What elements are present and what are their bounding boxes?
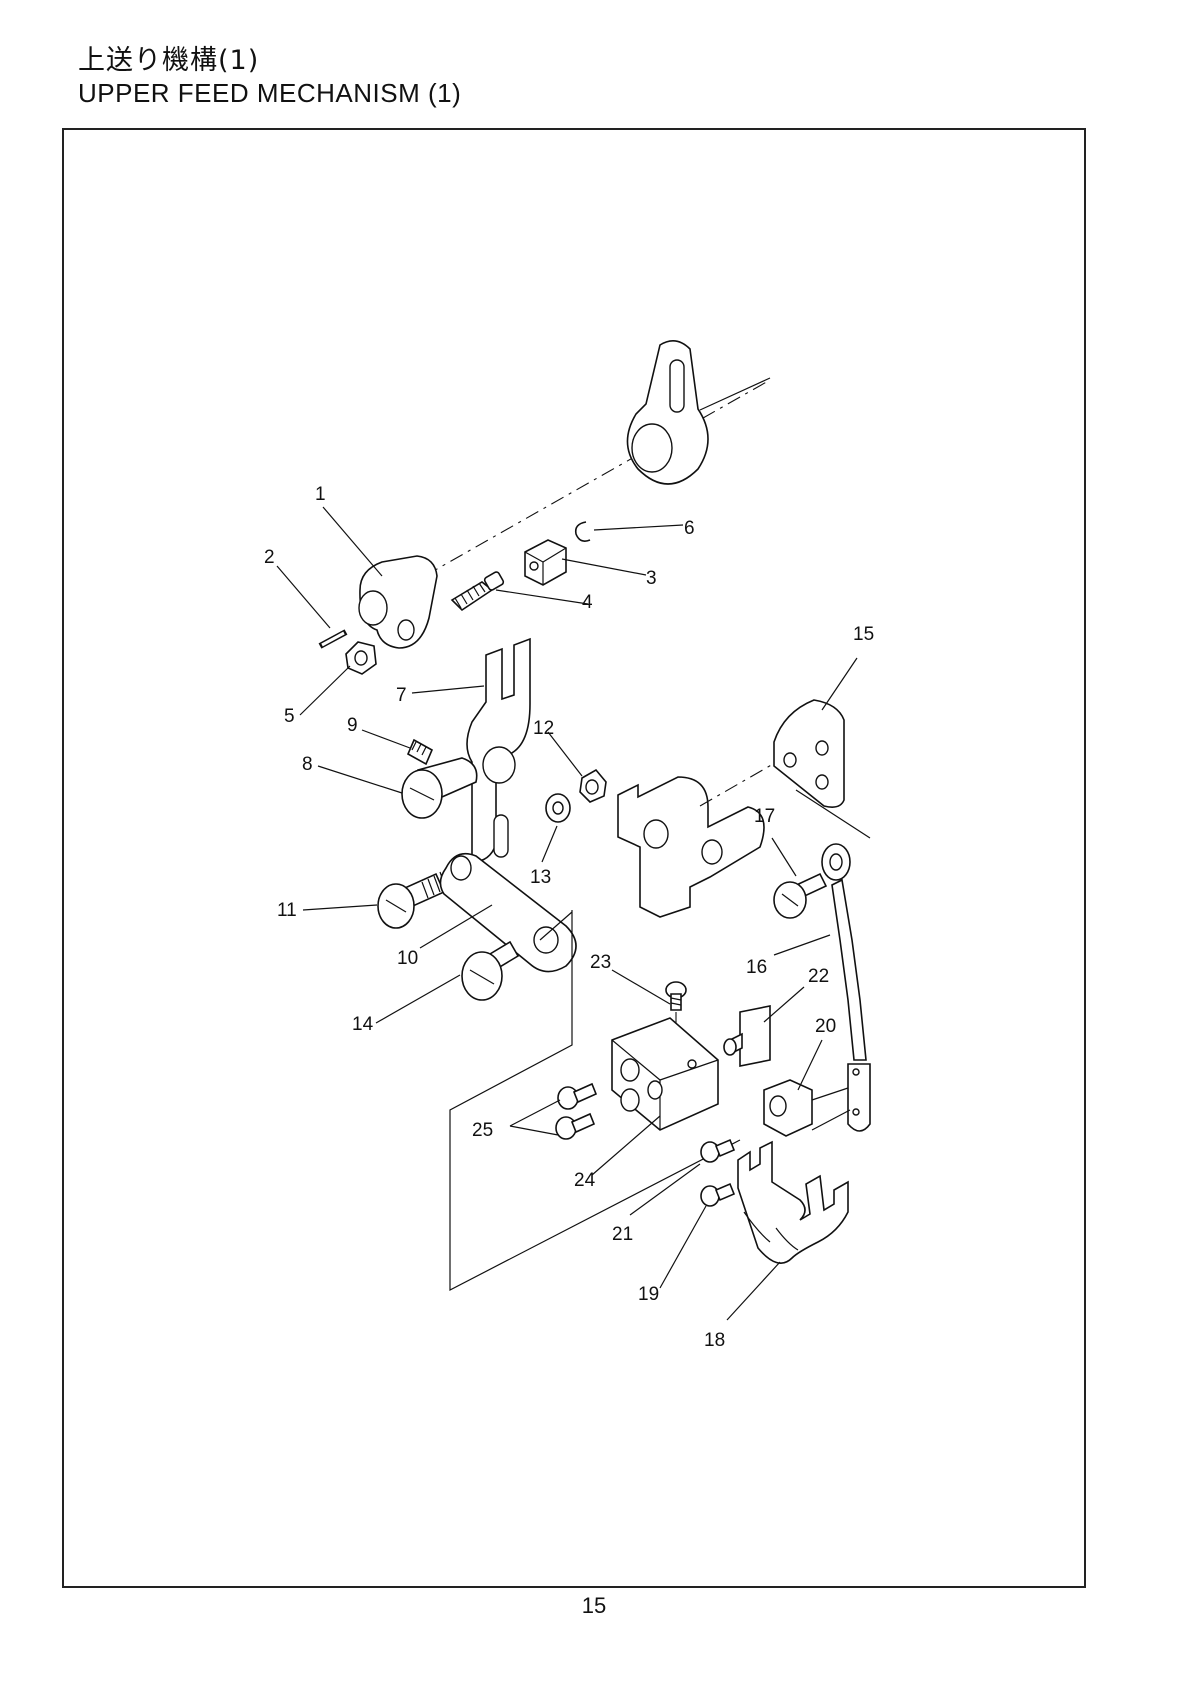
part-15-plate <box>774 700 844 807</box>
part-label-13: 13 <box>530 867 551 888</box>
part-label-16: 16 <box>746 957 767 978</box>
part-label-4: 4 <box>582 592 593 613</box>
part-22-pin <box>724 1006 770 1066</box>
part-1-crank <box>359 556 437 648</box>
part-label-8: 8 <box>302 754 313 775</box>
part-label-5: 5 <box>284 706 295 727</box>
part-14-screw <box>462 942 518 1000</box>
part-label-22: 22 <box>808 966 829 987</box>
part-12-nut <box>580 770 606 802</box>
part-label-14: 14 <box>352 1014 374 1035</box>
part-label-2: 2 <box>264 547 275 568</box>
part-7-fork-lever <box>467 639 530 862</box>
part-label-10: 10 <box>397 948 418 969</box>
part-label-7: 7 <box>396 685 407 706</box>
part-19-screw <box>701 1184 734 1206</box>
part-label-18: 18 <box>704 1330 725 1351</box>
part-label-1: 1 <box>315 484 326 505</box>
part-13-washer <box>546 794 570 822</box>
part-23-screw <box>666 982 686 1010</box>
part-20-block <box>764 1080 812 1136</box>
shaft-centerline <box>400 380 770 590</box>
part-label-20: 20 <box>815 1016 836 1037</box>
part-label-12: 12 <box>533 718 554 739</box>
part-6-ering <box>576 522 590 541</box>
part-label-21: 21 <box>612 1224 633 1245</box>
center-bracket <box>618 777 764 917</box>
part-3-block <box>525 540 566 585</box>
part-label-6: 6 <box>684 518 695 539</box>
part-11-screw <box>378 872 446 928</box>
upper-crank-part <box>627 341 708 484</box>
part-label-19: 19 <box>638 1284 659 1305</box>
part-label-23: 23 <box>590 952 611 973</box>
part-16-rod <box>822 844 870 1131</box>
part-label-15: 15 <box>853 624 874 645</box>
part-label-17: 17 <box>754 806 775 827</box>
part-25-screws <box>556 1084 596 1139</box>
part-9-setscrew <box>408 740 432 764</box>
part-5-nut <box>346 642 376 674</box>
part-8-stud <box>402 758 477 818</box>
part-label-11: 11 <box>277 900 297 921</box>
part-label-24: 24 <box>574 1170 596 1191</box>
part-17-screw <box>774 874 826 918</box>
part-label-3: 3 <box>646 568 657 589</box>
part-label-9: 9 <box>347 715 358 736</box>
part-24-block <box>612 1018 718 1130</box>
part-18-presser-foot <box>738 1142 848 1263</box>
page-number: 15 <box>570 1593 618 1619</box>
part-21-screw <box>701 1140 734 1162</box>
part-label-25: 25 <box>472 1120 493 1141</box>
